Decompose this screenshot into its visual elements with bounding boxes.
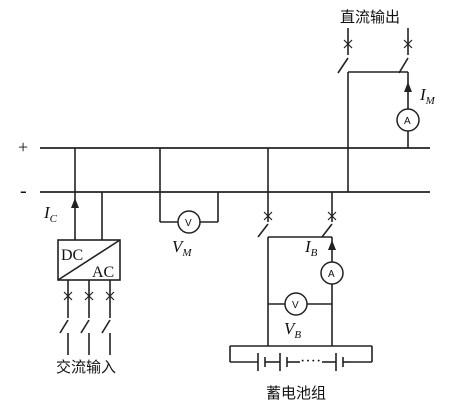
load-current-label: IM (419, 85, 436, 107)
ac-input-label: 交流输入 (56, 358, 116, 376)
plus-label: + (18, 137, 28, 157)
rectifier-ac-label: AC (92, 264, 114, 281)
battery-switch-right (321, 223, 333, 238)
battery-switch-left (257, 223, 269, 238)
battery-pack-label: 蓄电池组 (266, 384, 326, 402)
load-ammeter-symbol: A (404, 116, 411, 127)
battery-branch: IB A V VB ···· 蓄电池组 (229, 148, 373, 402)
rectifier-diagonal (57, 239, 121, 281)
dc-output-switch-left (337, 57, 349, 74)
charger-current-label: IC (43, 203, 58, 225)
load-ammeter (396, 108, 420, 132)
bus-voltage-label: VM (172, 237, 192, 259)
bus-voltmeter-symbol: V (185, 218, 192, 229)
dc-output-label: 直流输出 (340, 8, 400, 26)
bus-voltmeter-branch: V VM (159, 148, 219, 259)
load-current-arrow (404, 82, 412, 92)
ac-input-switch-2 (80, 319, 90, 334)
battery-voltmeter (284, 292, 308, 316)
bus-voltmeter (177, 210, 201, 234)
charger-current-arrow (71, 198, 79, 208)
dc-output-branch: 直流输出 IM A (337, 8, 436, 192)
battery-voltage-label: VB (284, 319, 301, 341)
battery-dots: ···· (300, 353, 321, 370)
ac-input-switch-3 (101, 319, 111, 334)
battery-current-label: IB (304, 237, 318, 259)
battery-current-arrow (328, 240, 336, 250)
battery-ammeter (320, 261, 344, 285)
ac-input-switch-1 (59, 319, 69, 334)
dc-output-switch-right (398, 57, 409, 74)
battery-ammeter-symbol: A (328, 269, 335, 280)
battery-voltmeter-symbol: V (292, 300, 299, 311)
rectifier-dc-label: DC (61, 247, 83, 264)
charger-branch: IC DC AC 交流输入 (43, 148, 121, 376)
minus-label: - (20, 180, 27, 202)
